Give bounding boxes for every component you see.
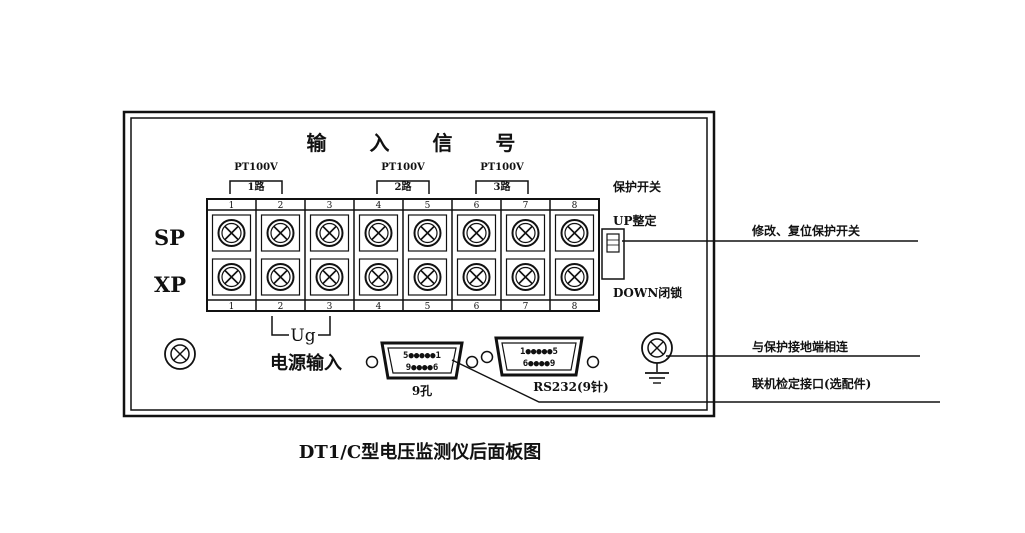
terminal-number-bottom: 2 [278,302,284,312]
channel-2-sensor: PT100V [381,162,425,173]
terminal-number-bottom: 3 [327,302,333,312]
terminal-number-bottom: 8 [572,302,578,312]
terminal-screw-sp-8-icon[interactable] [554,214,595,252]
switch-lever[interactable] [606,233,620,253]
row-label-sp: SP [154,225,185,250]
channel-3-bracket [475,180,529,194]
terminal-screw-xp-7-icon[interactable] [505,258,546,296]
port-screw-right-a [465,355,479,369]
channel-3-label: 3路 [494,180,512,193]
terminal-number-top: 8 [572,201,578,211]
terminal-block: 1 1 2 2 3 3 4 4 5 5 6 6 7 7 8 8 [206,198,600,312]
terminal-number-top: 5 [425,201,431,211]
terminal-number-top: 1 [229,201,235,211]
channel-1-bracket [229,180,283,194]
db9-female-port[interactable]: 5●●●●●1 9●●●●6 [365,341,479,380]
earth-ground-icon [645,363,669,384]
channel-label-1: PT100V 1路 [229,162,283,194]
channel-1-sensor: PT100V [234,162,278,173]
terminal-screw-xp-3-icon[interactable] [309,258,350,296]
port-screw-left-b [480,350,494,364]
channel-label-2: PT100V 2路 [376,162,430,194]
terminal-number-top: 2 [278,201,284,211]
callout-ground: 与保护接地端相连 [752,339,849,354]
terminal-number-top: 6 [474,201,480,211]
port-screw-left-a [365,355,379,369]
terminal-screw-xp-1-icon[interactable] [211,258,252,296]
terminal-screw-sp-3-icon[interactable] [309,214,350,252]
terminal-screw-xp-5-icon[interactable] [407,258,448,296]
db9-male-inner [501,342,577,371]
power-bracket-label: Ug [290,326,315,346]
terminal-screw-sp-7-icon[interactable] [505,214,546,252]
switch-down-label: DOWN闭锁 [613,285,682,300]
panel-title: 输 入 信 号 [307,131,534,155]
db9-male-port[interactable]: 1●●●●●5 6●●●●9 [480,336,600,377]
switch-title: 保护开关 [612,179,661,194]
terminal-screw-xp-8-icon[interactable] [554,258,595,296]
terminal-screw-sp-1-icon[interactable] [211,214,252,252]
terminal-number-bottom: 7 [523,302,529,312]
terminal-screw-sp-4-icon[interactable] [358,214,399,252]
terminal-screw-xp-6-icon[interactable] [456,258,497,296]
db9-female-label: 9孔 [412,384,432,398]
terminal-number-bottom: 5 [425,302,431,312]
terminal-screw-xp-4-icon[interactable] [358,258,399,296]
diagram-caption: DT1/C型电压监测仪后面板图 [299,441,541,463]
db9-male-pins-top: 1●●●●●5 [520,347,558,357]
terminal-screw-sp-5-icon[interactable] [407,214,448,252]
channel-label-3: PT100V 3路 [475,162,529,194]
channel-3-sensor: PT100V [480,162,524,173]
channel-2-label: 2路 [395,180,413,193]
db9-female-pins-top: 5●●●●●1 [403,351,441,361]
terminal-number-top: 3 [327,201,333,211]
channel-1-label: 1路 [248,180,266,193]
terminal-screw-sp-2-icon[interactable] [260,214,301,252]
terminal-screw-xp-2-icon[interactable] [260,258,301,296]
panel-outer-frame [122,110,716,418]
protection-switch[interactable] [601,228,625,280]
db9-female-inner [387,347,457,374]
channel-2-bracket [376,180,430,194]
port-screw-right-b [586,355,600,369]
terminal-number-bottom: 1 [229,302,235,312]
mounting-screw-icon [164,338,196,370]
db9-male-label: RS232(9针) [533,379,608,394]
panel-inner-frame [130,117,708,411]
terminal-screw-sp-6-icon[interactable] [456,214,497,252]
callout-interface: 联机检定接口(选配件) [752,376,871,391]
terminal-number-bottom: 6 [474,302,480,312]
terminal-number-top: 7 [523,201,529,211]
ground-terminal-icon [641,332,673,364]
switch-up-label: UP整定 [613,213,657,228]
power-bracket [271,316,331,336]
db9-male-pins-bottom: 6●●●●9 [523,359,556,369]
callout-switch: 修改、复位保护开关 [751,223,860,238]
row-label-xp: XP [154,272,186,297]
power-input-label: 电源输入 [270,352,342,374]
db9-female-pins-bottom: 9●●●●6 [406,363,439,373]
terminal-number-bottom: 4 [376,302,382,312]
terminal-number-top: 4 [376,201,382,211]
callout-line-interface [451,359,940,403]
